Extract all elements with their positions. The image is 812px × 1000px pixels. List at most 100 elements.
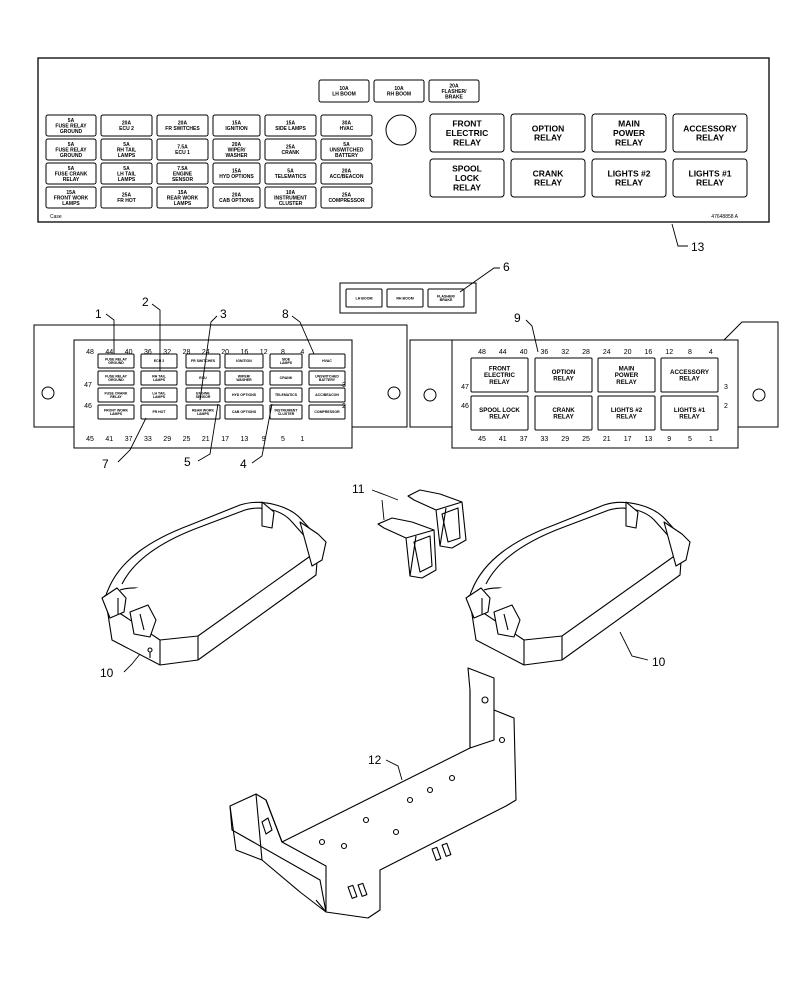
decal-fuse-text: CLUSTER	[279, 201, 303, 207]
fuse-panel-slot-outline	[185, 387, 221, 403]
decal-relay-outline	[510, 113, 586, 153]
fuse-panel-pin-number: 1	[300, 436, 304, 443]
fuse-panel-slot-outline	[97, 370, 135, 386]
decal-top-fuse-text: 10A	[339, 86, 349, 92]
callout-10-left: 10	[100, 666, 114, 680]
fuse-panel-slot-text: COMPRESSOR	[314, 410, 340, 414]
fuse-panel-slot-outline	[97, 353, 135, 369]
decal-fuse-text: SENSOR	[172, 177, 194, 183]
decal-relay-text: OPTION	[532, 123, 565, 133]
relay-panel-pin-number: 20	[624, 349, 632, 356]
fuse-panel-slot-text: IGNITION	[236, 359, 252, 363]
decal-fuse-text: 5A	[343, 142, 350, 148]
decal-fuse-text: INSTRUMENT	[274, 195, 307, 201]
fuse-panel-slot-text: BATTERY	[319, 378, 336, 382]
decal-fuse-text: 15A	[178, 190, 188, 196]
fuse-panel-slot: TELEMATICS	[269, 387, 303, 403]
decal-fuse-outline	[100, 162, 153, 185]
relay-panel-pin-number: 29	[561, 436, 569, 443]
decal-fuse-text: IGNITION	[225, 126, 248, 132]
fuse-panel-slot: ECU 2	[140, 353, 178, 369]
callout-5: 5	[184, 455, 191, 469]
relay-panel-pin-number: 13	[645, 436, 653, 443]
small-decal-fuse-outline	[345, 288, 383, 308]
fuse-panel-pin-number: 2	[342, 403, 346, 410]
fuse-panel-pin-number: 48	[86, 349, 94, 356]
relay-panel-slot-text: RELAY	[679, 414, 700, 421]
decal-fuse-text: 7.5A	[177, 145, 188, 151]
decal-fuse-text: 20A	[342, 169, 352, 175]
fuse-panel-pin-number: 12	[260, 349, 268, 356]
fuse-panel-slot-outline	[269, 353, 303, 369]
fuse-panel-slot-outline	[224, 353, 264, 369]
fuse-panel-pin-number: 21	[202, 436, 210, 443]
relay-panel-slot-outline	[534, 395, 593, 431]
decal-fuse-text: 30A	[342, 121, 352, 127]
fuse-panel-pin-number: 41	[105, 436, 113, 443]
fuse-panel-pin-number: 32	[163, 349, 171, 356]
relay-panel-slot-text: RELAY	[489, 379, 510, 386]
fuse-panel-pin-number: 28	[183, 349, 191, 356]
decal-relay-text: SPOOL	[452, 164, 482, 174]
fuse-panel-pin-number: 47	[84, 382, 92, 389]
decal-fuse-outline	[100, 138, 153, 161]
decal-relay-text: RELAY	[615, 137, 643, 147]
decal-fuse-outline	[320, 138, 373, 161]
decal-fuse-outline	[212, 114, 261, 137]
fuse-panel-slot-text: ENGINE	[196, 391, 210, 395]
decal-fuse-text: 20A	[178, 121, 188, 127]
relay-panel-slot-text: CRANK	[552, 407, 575, 414]
callout-12: 12	[368, 753, 382, 767]
decal-relay-text: POWER	[613, 128, 645, 138]
decal-top-fuse-outline	[428, 79, 480, 103]
fuse-panel-slot-outline	[308, 353, 346, 369]
relay-panel-slot-text: RELAY	[616, 379, 637, 386]
fuse-panel-slot-text: WASHER	[236, 378, 252, 382]
decal-relay-text: RELAY	[534, 133, 562, 143]
decal-fuse-text: FR SWITCHES	[165, 126, 200, 132]
relay-panel-slot-outline	[660, 395, 719, 431]
relay-panel-pin-number: 40	[520, 349, 528, 356]
fuse-panel-slot-text: FRONT WORK	[104, 408, 129, 412]
fuse-panel-slot-outline	[97, 404, 135, 420]
fuse-panel-slot-outline	[140, 353, 178, 369]
fuse-panel-pin-number: 25	[183, 436, 191, 443]
small-decal-fuse: FLASHER/BRAKE	[427, 288, 465, 308]
decal-part-number: 47648858 A	[711, 214, 738, 220]
relay-panel: FRONTELECTRICRELAYOPTIONRELAYMAINPOWERRE…	[409, 321, 779, 449]
decal-fuse-text: 15A	[232, 121, 242, 127]
decal-fuse-outline	[212, 138, 261, 161]
relay-panel-slot-outline	[470, 357, 529, 393]
fuse-panel-slot-text: LAMPS	[197, 412, 210, 416]
relay-panel-slot-text: SPOOL LOCK	[479, 407, 520, 414]
relay-panel-slot-text: RELAY	[616, 414, 637, 421]
fuse-panel-slot: HYD OPTIONS	[224, 387, 264, 403]
fuse-panel-pin-number: 5	[281, 436, 285, 443]
fuse-panel-pin-number: 20	[221, 349, 229, 356]
decal-fuse-text: FUSE CRANK	[55, 171, 88, 177]
fuse-panel-pin-number: 4	[300, 349, 304, 356]
decal-fuse-text: FUSE RELAY	[55, 123, 87, 129]
decal-fuse-text: UNSWITCHED	[330, 147, 364, 153]
callout-3: 3	[220, 307, 227, 321]
decal-fuse-text: 5A	[68, 166, 75, 172]
fuse-panel-slot-text: LAMPS	[153, 378, 166, 382]
decal-relay-text: RELAY	[696, 133, 724, 143]
fuse-panel-slot-text: REAR WORK	[192, 408, 214, 412]
